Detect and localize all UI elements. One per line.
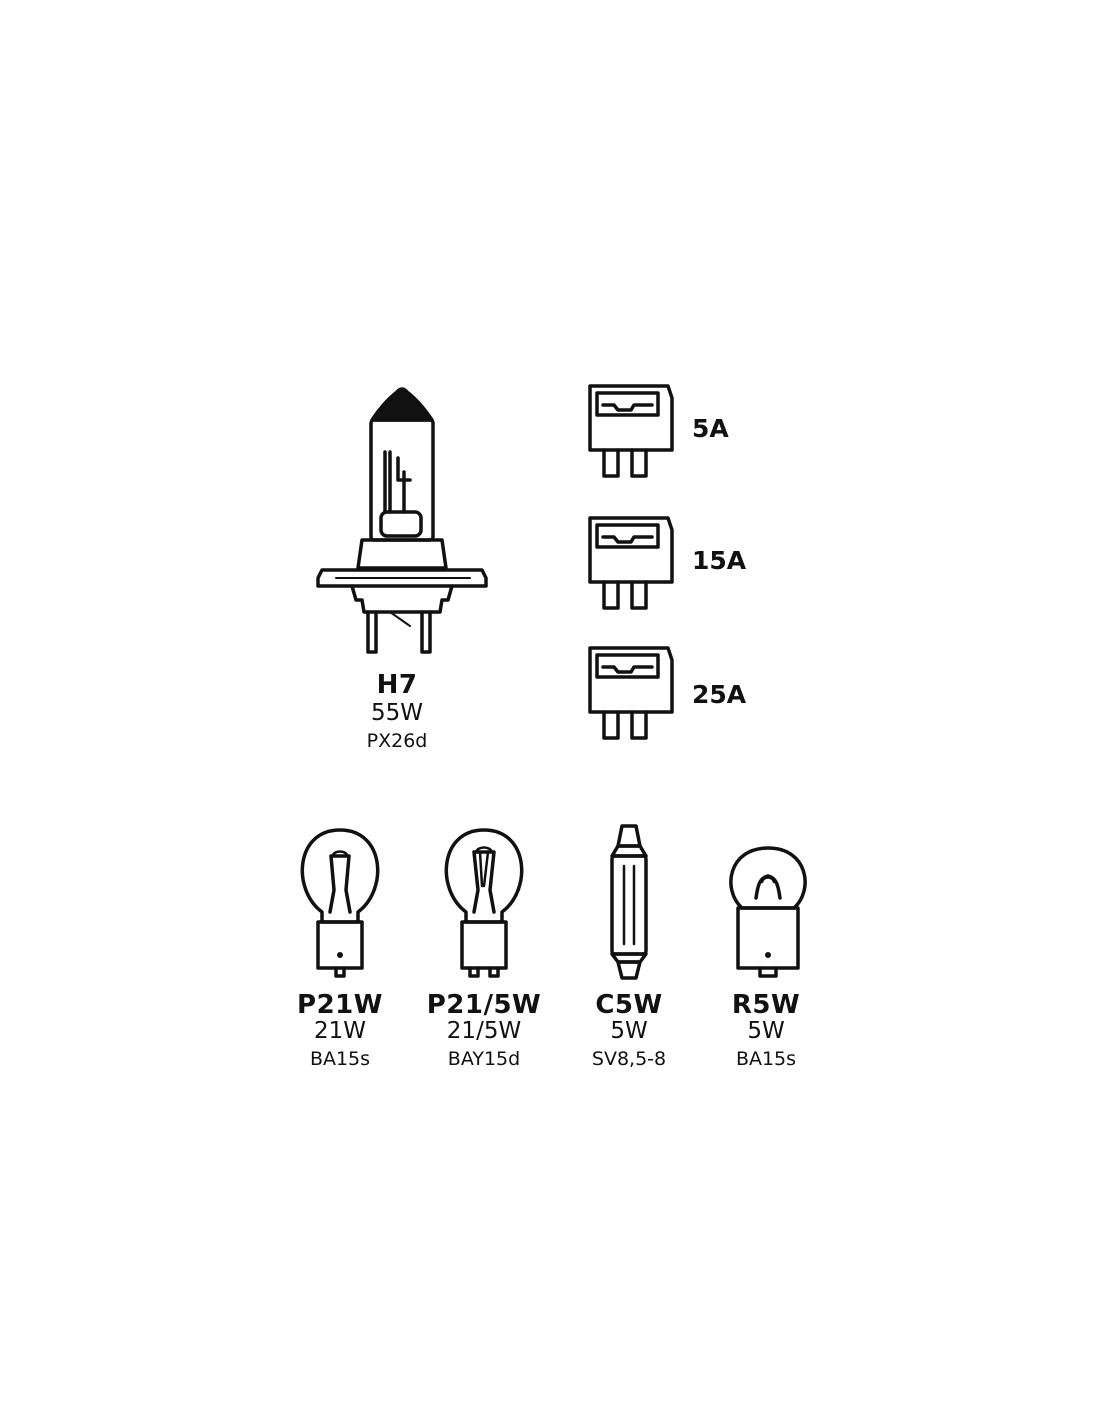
- p21-5w-bulb-icon: [444, 828, 524, 978]
- blade-fuse-icon: [588, 384, 674, 478]
- bulb-name: R5W: [731, 990, 801, 1020]
- fuse-rating: 5A: [692, 414, 729, 443]
- bulb-wattage: 21/5W: [446, 1018, 522, 1044]
- r5w-bulb-icon: [729, 846, 807, 978]
- bulb-wattage: 5W: [747, 1018, 785, 1044]
- blade-fuse-icon: [588, 516, 674, 610]
- fuse-rating: 25A: [692, 680, 747, 709]
- bulb-name: P21/5W: [426, 990, 542, 1020]
- h7-halogen-bulb-icon: [316, 387, 488, 654]
- bulb-wattage: 21W: [313, 1018, 366, 1044]
- bulb-base: SV8,5-8: [591, 1048, 667, 1070]
- h7-wattage: 55W: [370, 700, 423, 726]
- h7-name: H7: [376, 670, 418, 700]
- bulb-name: C5W: [595, 990, 663, 1020]
- h7-base: PX26d: [366, 730, 428, 752]
- bulb-wattage: 5W: [610, 1018, 648, 1044]
- fuse-rating: 15A: [692, 546, 747, 575]
- bulb-base: BA15s: [735, 1048, 797, 1070]
- bulb-name: P21W: [297, 990, 383, 1020]
- bulb-base: BA15s: [309, 1048, 371, 1070]
- blade-fuse-icon: [588, 646, 674, 740]
- c5w-festoon-bulb-icon: [610, 824, 648, 980]
- p21w-bulb-icon: [300, 828, 380, 978]
- bulb-base: BAY15d: [447, 1048, 521, 1070]
